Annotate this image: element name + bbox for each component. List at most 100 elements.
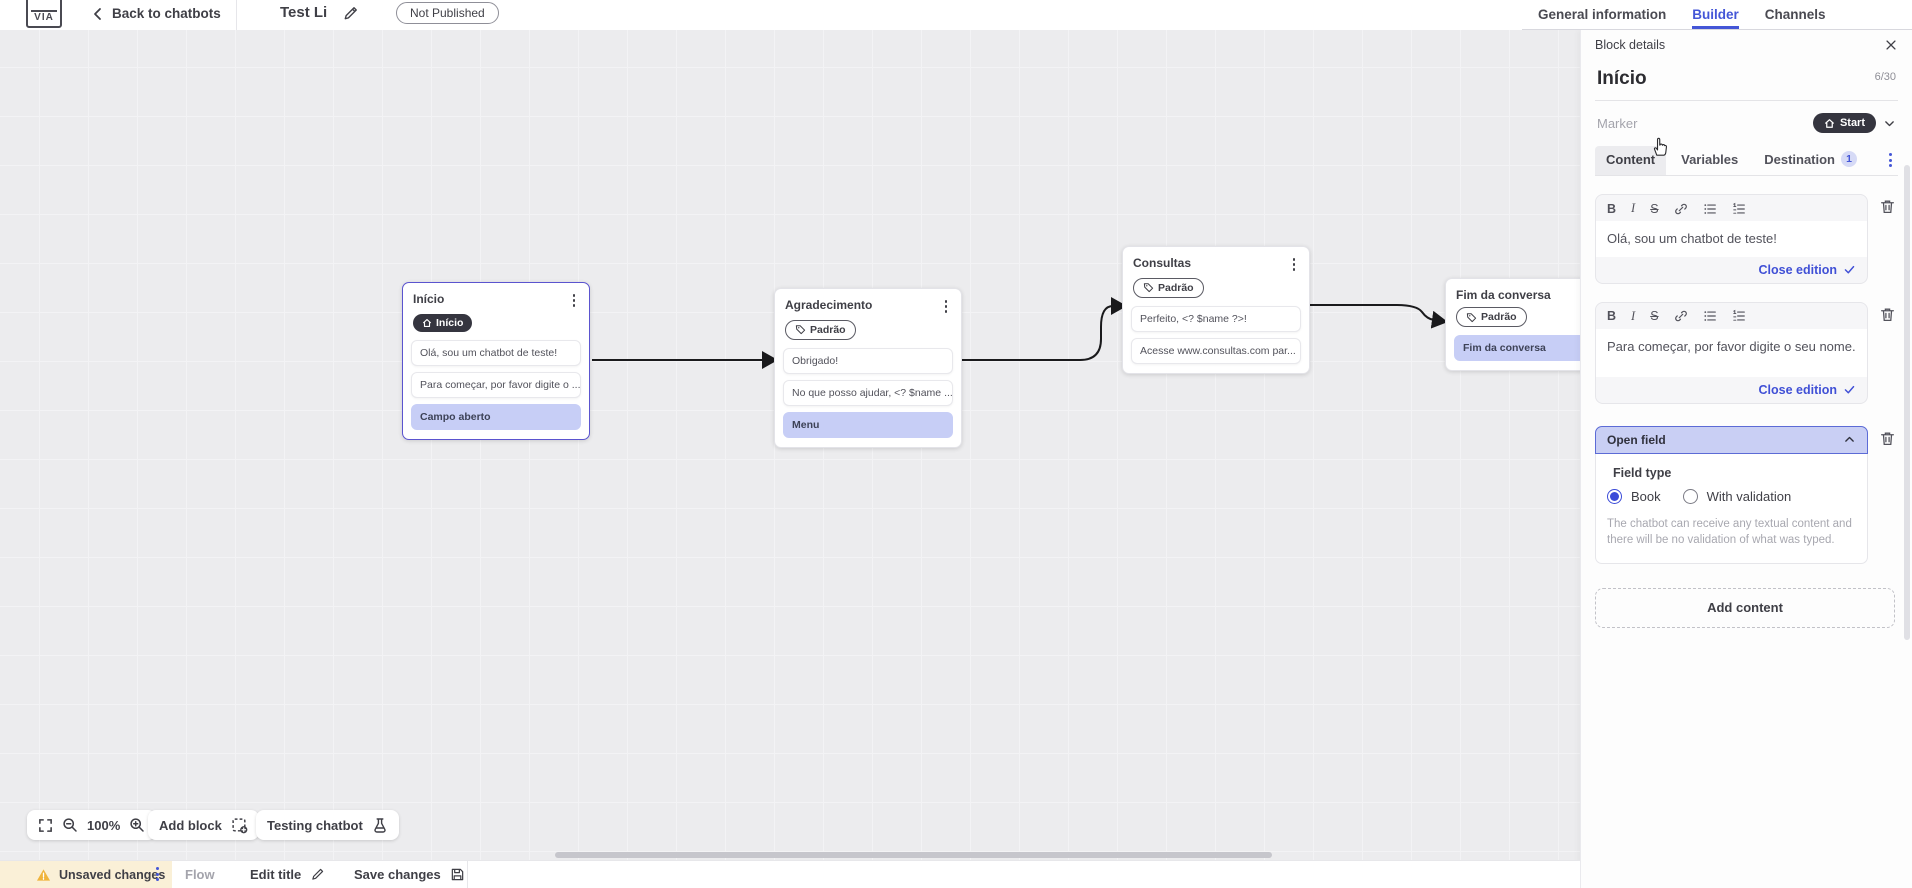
close-edition-button[interactable]: Close edition bbox=[1759, 383, 1856, 397]
radio-selected-icon[interactable] bbox=[1607, 488, 1622, 504]
bold-icon[interactable]: B bbox=[1607, 201, 1617, 216]
message-text-input[interactable]: Olá, sou um chatbot de teste! bbox=[1596, 221, 1867, 257]
zoom-out-icon[interactable] bbox=[62, 817, 78, 833]
fullscreen-icon[interactable] bbox=[38, 818, 53, 833]
flow-view-label[interactable]: Flow bbox=[185, 867, 215, 882]
block-menu-icon[interactable] bbox=[569, 292, 580, 309]
numbered-list-icon[interactable] bbox=[1732, 202, 1746, 216]
delete-open-field-icon[interactable] bbox=[1877, 428, 1898, 449]
block-title: Fim da conversa bbox=[1456, 288, 1551, 302]
flask-icon bbox=[372, 817, 388, 833]
destination-count-badge: 1 bbox=[1841, 151, 1858, 167]
close-edition-button[interactable]: Close edition bbox=[1759, 263, 1856, 277]
save-changes-button[interactable]: Save changes bbox=[354, 867, 465, 882]
flow-canvas[interactable]: Início Início Olá, sou um chatbot de tes… bbox=[0, 30, 1580, 888]
add-content-button[interactable]: Add content bbox=[1595, 587, 1895, 628]
bullet-list-icon[interactable] bbox=[1703, 202, 1717, 216]
warning-icon bbox=[36, 869, 51, 881]
open-field-header[interactable]: Open field bbox=[1595, 425, 1868, 454]
block-title: Consultas bbox=[1133, 256, 1192, 270]
tag-icon bbox=[1143, 283, 1154, 293]
block-details-panel: Block details Início 6/30 Marker Start bbox=[1580, 30, 1912, 888]
testing-chatbot-button[interactable]: Testing chatbot bbox=[256, 810, 399, 840]
field-type-description: The chatbot can receive any textual cont… bbox=[1607, 517, 1852, 547]
add-block-icon bbox=[231, 817, 248, 834]
radio-option-with-validation[interactable]: With validation bbox=[1682, 488, 1791, 504]
marker-start-pill[interactable]: Start bbox=[1812, 113, 1876, 133]
block-name-field[interactable]: Início bbox=[1597, 68, 1647, 89]
back-to-chatbots-link[interactable]: Back to chatbots bbox=[112, 6, 221, 21]
tag-marker-pill: Padrão bbox=[1133, 277, 1204, 298]
numbered-list-icon[interactable] bbox=[1732, 309, 1746, 323]
bottombar-menu-icon[interactable] bbox=[152, 865, 163, 883]
block-action-item[interactable]: Campo aberto bbox=[411, 403, 581, 430]
horizontal-scrollbar[interactable] bbox=[555, 852, 1272, 858]
edit-title-pencil-icon[interactable] bbox=[342, 5, 359, 22]
check-icon bbox=[1844, 265, 1855, 274]
add-block-button[interactable]: Add block bbox=[148, 810, 259, 840]
message-text-input[interactable]: Para começar, por favor digite o seu nom… bbox=[1596, 328, 1867, 377]
delete-content-icon[interactable] bbox=[1877, 304, 1898, 325]
zoom-controls: 100% bbox=[27, 810, 157, 840]
chatbot-title: Test Li bbox=[280, 4, 328, 21]
bullet-list-icon[interactable] bbox=[1703, 309, 1717, 323]
radio-unselected-icon[interactable] bbox=[1682, 488, 1698, 504]
flow-edges bbox=[592, 297, 1448, 369]
home-icon bbox=[422, 318, 432, 327]
tab-variables[interactable]: Variables bbox=[1681, 151, 1739, 167]
block-content-item[interactable]: Perfeito, <? $name ?>! bbox=[1131, 305, 1301, 332]
block-menu-icon[interactable] bbox=[1289, 256, 1300, 273]
publish-status-badge: Not Published bbox=[396, 2, 499, 24]
block-content-item[interactable]: Para começar, por favor digite o ... bbox=[411, 371, 581, 398]
strikethrough-icon[interactable]: S bbox=[1650, 201, 1659, 216]
block-content-item[interactable]: Obrigado! bbox=[783, 347, 953, 374]
back-chevron-icon[interactable] bbox=[90, 6, 106, 22]
panel-scrollbar[interactable] bbox=[1904, 165, 1910, 640]
block-title: Agradecimento bbox=[785, 298, 873, 312]
bottom-bar: Unsaved changes Flow Edit title Save cha… bbox=[0, 860, 1580, 888]
delete-content-icon[interactable] bbox=[1877, 196, 1898, 217]
radio-option-book[interactable]: Book bbox=[1607, 488, 1661, 504]
unsaved-changes-status: Unsaved changes bbox=[0, 861, 172, 888]
flow-block-inicio[interactable]: Início Início Olá, sou um chatbot de tes… bbox=[402, 282, 590, 440]
tab-destination[interactable]: Destination 1 bbox=[1753, 145, 1868, 175]
block-content-item[interactable]: Olá, sou um chatbot de teste! bbox=[411, 339, 581, 366]
tab-channels[interactable]: Channels bbox=[1764, 6, 1826, 22]
home-icon bbox=[1824, 118, 1834, 128]
main-nav-tabs: General information Builder Channels bbox=[1538, 0, 1826, 30]
italic-icon[interactable]: I bbox=[1631, 308, 1636, 323]
save-icon bbox=[451, 868, 463, 881]
testing-chatbot-label: Testing chatbot bbox=[267, 817, 363, 833]
link-icon[interactable] bbox=[1674, 202, 1688, 216]
block-content-item[interactable]: No que posso ajudar, <? $name ... bbox=[783, 379, 953, 406]
link-icon[interactable] bbox=[1674, 309, 1688, 323]
check-icon bbox=[1844, 385, 1855, 394]
zoom-in-icon[interactable] bbox=[129, 817, 145, 833]
strikethrough-icon[interactable]: S bbox=[1650, 309, 1659, 323]
bold-icon[interactable]: B bbox=[1607, 309, 1617, 323]
tag-marker-pill: Padrão bbox=[1456, 307, 1527, 327]
italic-icon[interactable]: I bbox=[1631, 201, 1636, 215]
field-type-label: Field type bbox=[1613, 465, 1672, 480]
tab-general-information[interactable]: General information bbox=[1538, 6, 1667, 22]
flow-block-fim-da-conversa[interactable]: Fim da conversa Padrão Fim da conversa bbox=[1445, 278, 1580, 371]
add-block-label: Add block bbox=[159, 817, 222, 833]
block-action-item[interactable]: Menu bbox=[783, 411, 953, 438]
flow-block-agradecimento[interactable]: Agradecimento Padrão Obrigado! No que po… bbox=[774, 288, 962, 448]
block-content-item[interactable]: Acesse www.consultas.com par... bbox=[1131, 337, 1301, 364]
panel-menu-icon[interactable] bbox=[1885, 151, 1896, 169]
char-counter: 6/30 bbox=[1874, 71, 1896, 83]
panel-header-title: Block details bbox=[1595, 38, 1666, 52]
close-panel-icon[interactable] bbox=[1884, 38, 1898, 52]
tab-content[interactable]: Content bbox=[1595, 145, 1667, 175]
block-title: Início bbox=[413, 292, 445, 306]
tag-icon bbox=[795, 325, 806, 335]
flow-block-consultas[interactable]: Consultas Padrão Perfeito, <? $name ?>! … bbox=[1122, 246, 1310, 374]
start-marker-pill: Início bbox=[413, 313, 473, 332]
block-menu-icon[interactable] bbox=[941, 298, 952, 315]
edit-title-button[interactable]: Edit title bbox=[250, 867, 325, 882]
block-action-item[interactable]: Fim da conversa bbox=[1454, 335, 1580, 361]
zoom-level: 100% bbox=[87, 817, 121, 833]
chevron-down-icon[interactable] bbox=[1883, 117, 1896, 130]
tab-builder[interactable]: Builder bbox=[1692, 2, 1739, 29]
